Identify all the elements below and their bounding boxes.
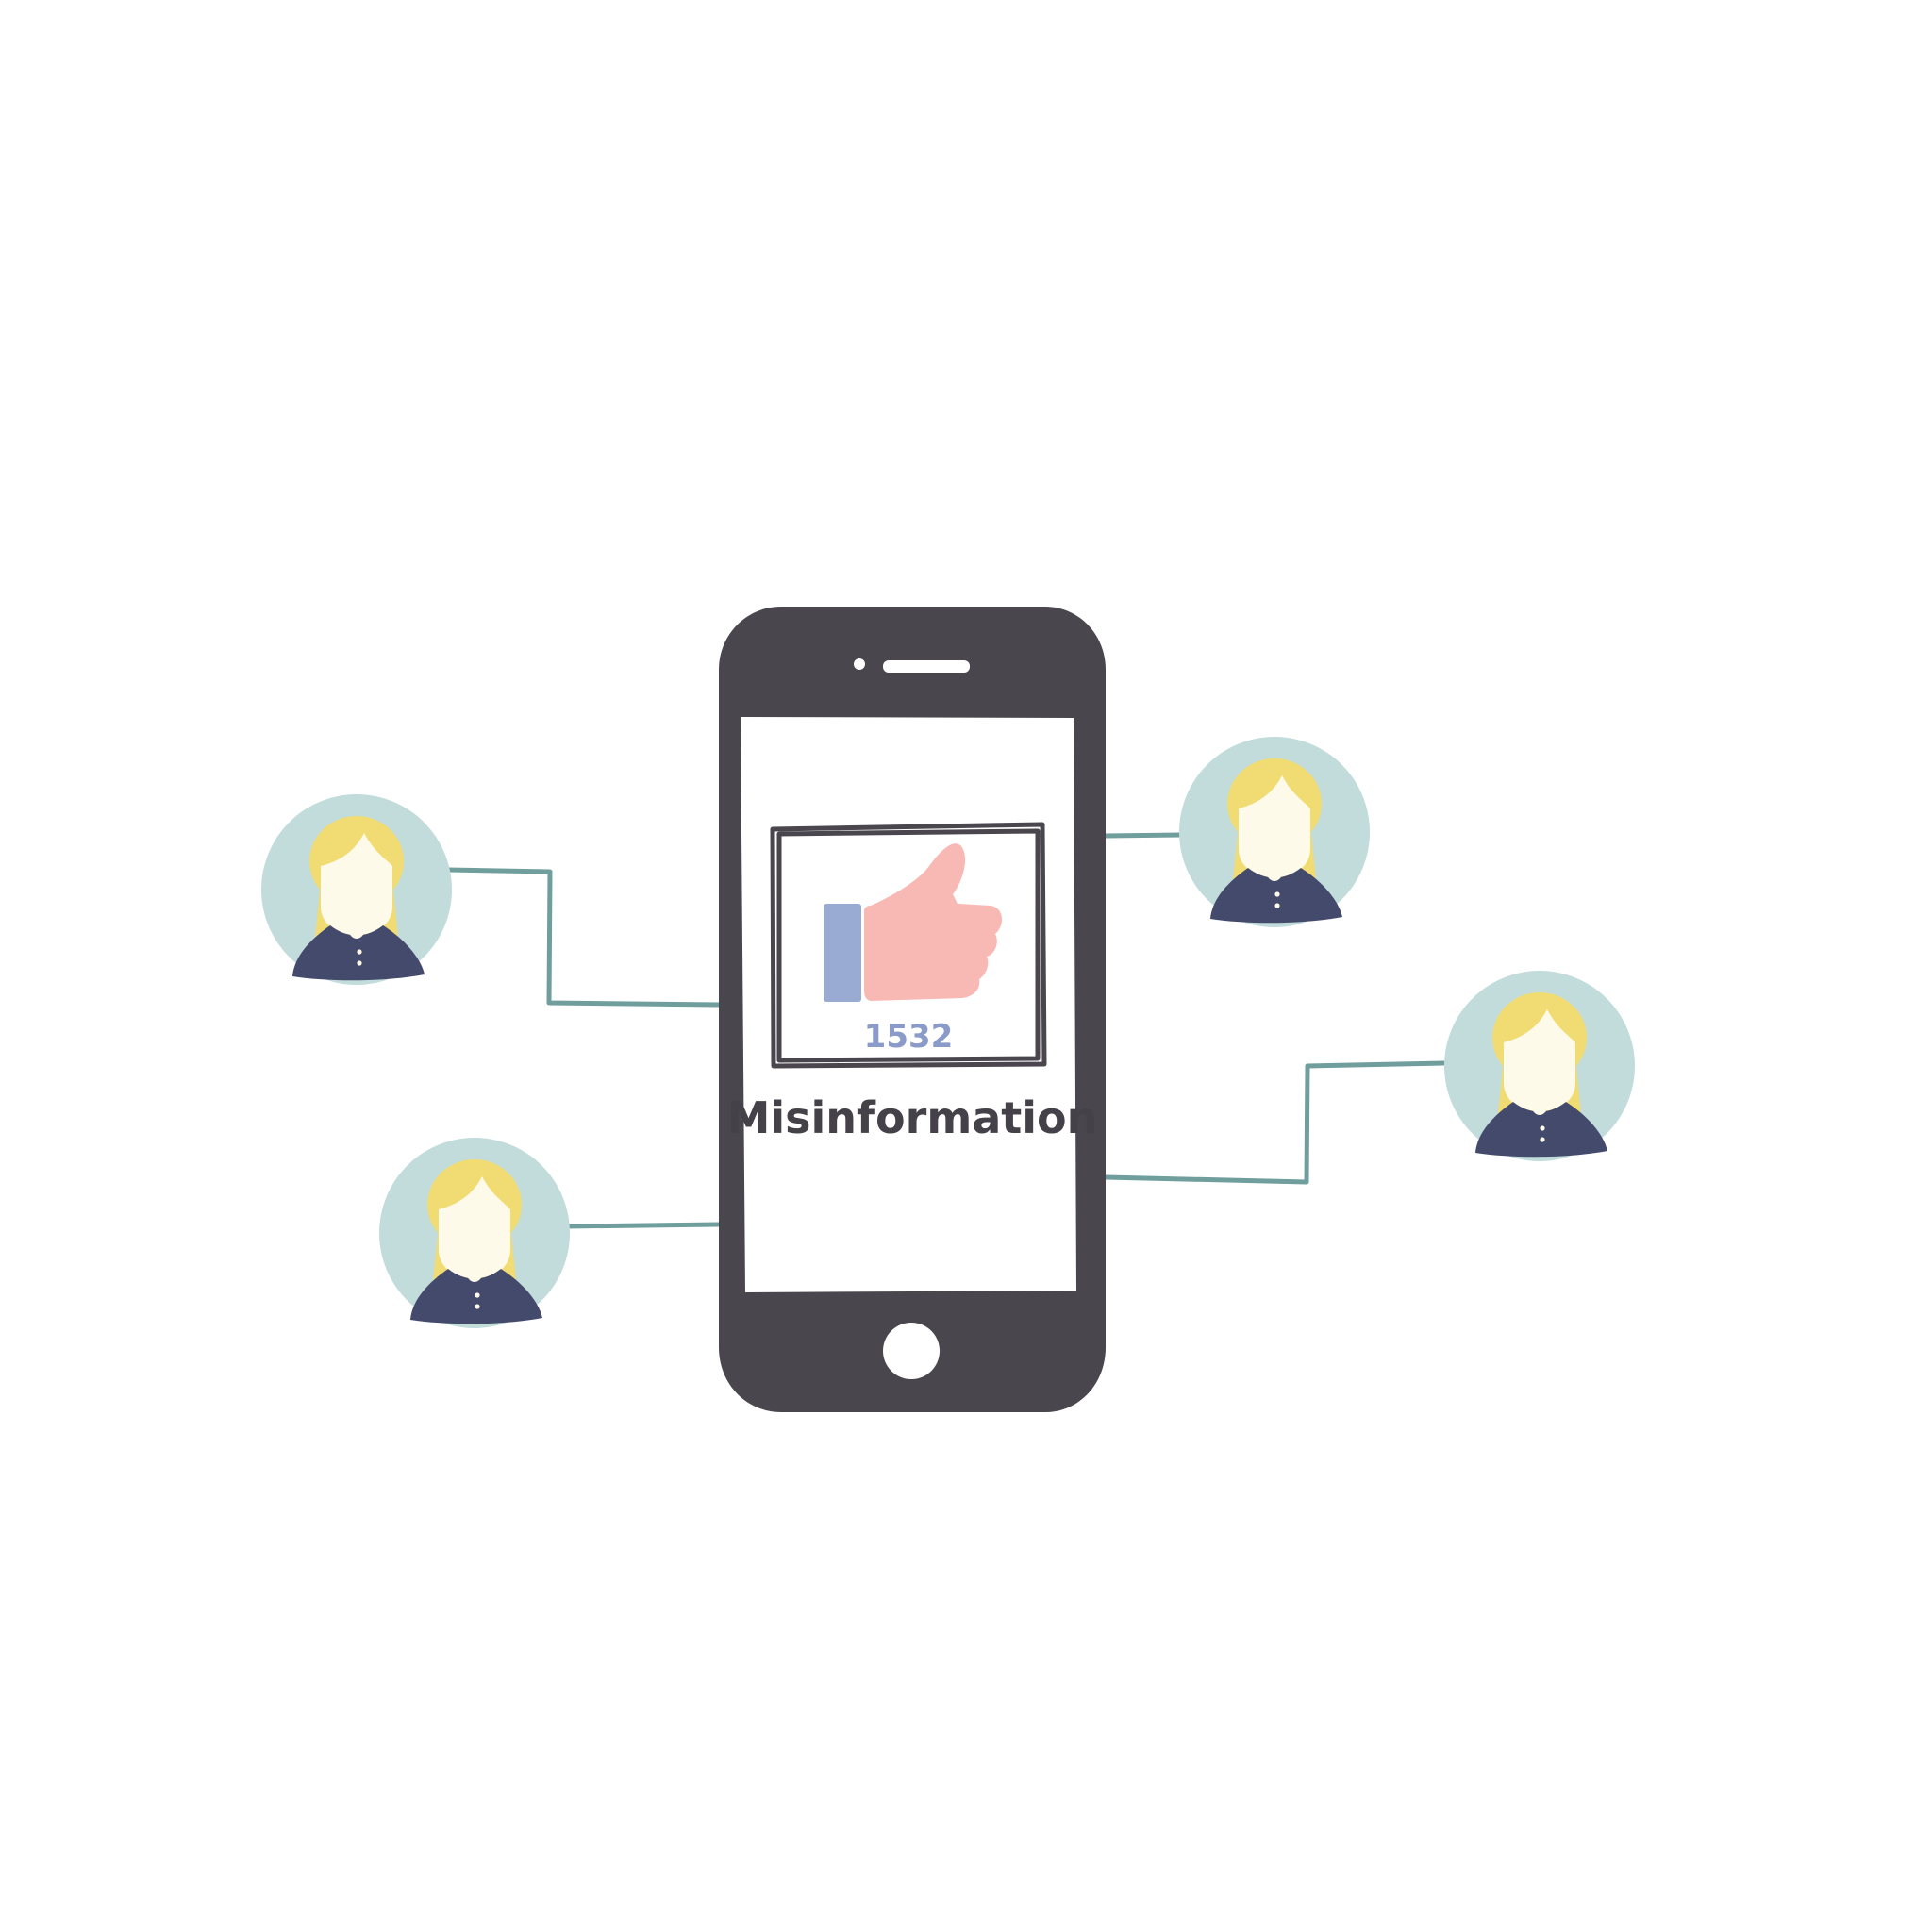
post-caption: Misinformation [727,1092,1098,1143]
user-avatar-icon[interactable] [1179,737,1370,927]
earpiece-speaker [883,660,970,673]
connector-left-top [445,867,722,1008]
like-cuff [824,904,861,1002]
connector-right-top [1103,832,1184,839]
front-camera [854,658,865,670]
user-avatar-icon[interactable] [1444,971,1635,1161]
connector-left-bottom [563,1222,722,1229]
phone-screen[interactable] [741,717,1076,1292]
thumbs-up-icon [824,843,1003,1002]
smartphone-icon [719,607,1106,1412]
user-avatar-icon[interactable] [379,1138,570,1328]
like-count: 1532 [864,1018,954,1056]
like-hand [864,843,1003,1001]
user-avatar-icon[interactable] [261,794,452,985]
connectors [445,832,1446,1229]
connector-right-bottom [1103,1060,1446,1185]
post-frame [770,822,1047,1069]
home-button[interactable] [883,1323,940,1379]
